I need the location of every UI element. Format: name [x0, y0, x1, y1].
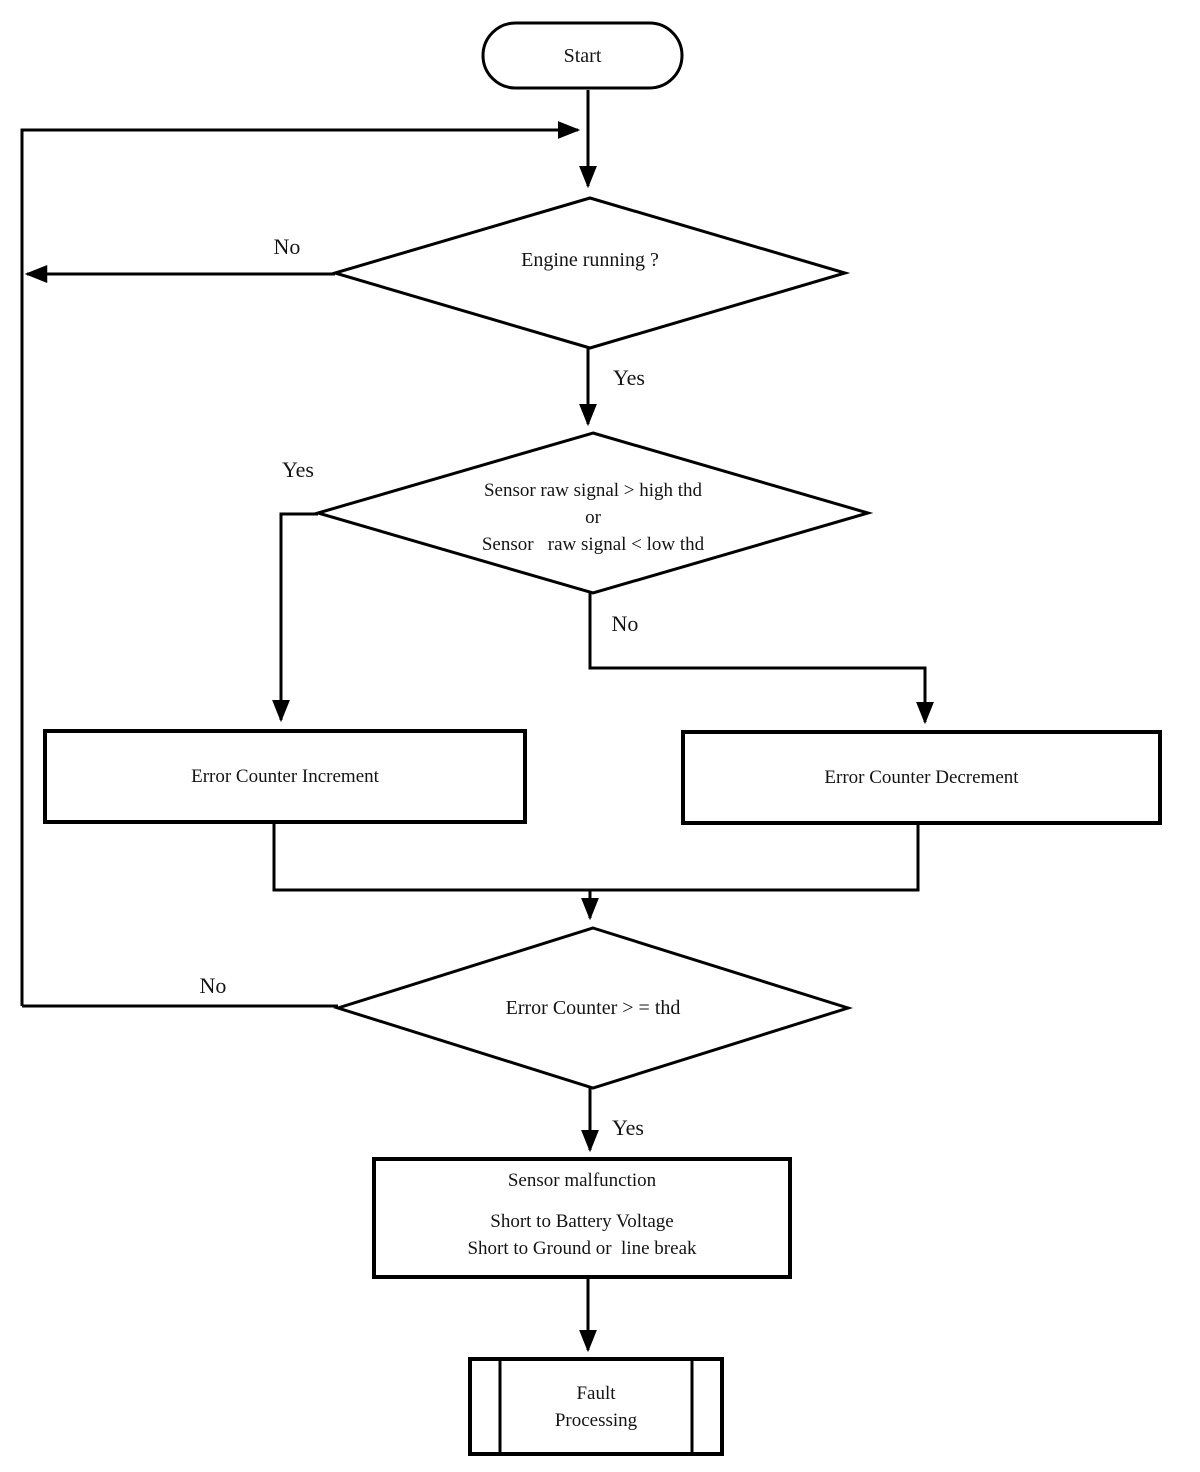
error-counter-increment-shape: [43, 729, 527, 824]
sensor-malfunction-line-2: Short to Battery Voltage: [490, 1211, 674, 1232]
sensor-signal-no-label: No: [611, 611, 639, 636]
sensor-signal-decision-shape: [312, 431, 874, 595]
fault-processing-label: Fault Processing: [500, 1359, 692, 1454]
fault-processing-line-1: Fault: [576, 1382, 616, 1404]
edge-merge-line: [272, 822, 920, 892]
error-counter-threshold-no-label: No: [199, 973, 227, 998]
error-counter-increment-label: Error Counter Increment: [191, 766, 379, 787]
sensor-signal-line-3: Sensor raw signal < low thd: [481, 533, 705, 555]
engine-running-decision-shape: [329, 196, 851, 350]
error-counter-threshold-yes-label: Yes: [611, 1115, 644, 1140]
sensor-malfunction-shape: [372, 1157, 792, 1279]
error-counter-threshold-decision-shape: [332, 926, 854, 1090]
edge-sensor-signal-yes: [272, 512, 318, 723]
edge-loop-return-to-top: [20, 121, 581, 1006]
engine-running-label: Engine running ?: [521, 249, 659, 271]
sensor-malfunction-line-3: Short to Ground or line break: [467, 1238, 697, 1259]
sensor-signal-line-1: Sensor raw signal > high thd: [483, 479, 703, 501]
sensor-signal-line-2: or: [585, 506, 601, 528]
fault-processing-shape: [468, 1357, 724, 1456]
edge-sensor-signal-no: [588, 593, 934, 725]
sensor-signal-yes-label: Yes: [281, 457, 314, 482]
start-label: Start: [563, 44, 602, 67]
error-counter-decrement-label: Error Counter Decrement: [824, 767, 1019, 788]
fault-processing-line-2: Processing: [554, 1409, 638, 1431]
start-terminator-shape: [481, 21, 684, 90]
sensor-malfunction-line-1: Sensor malfunction: [507, 1170, 657, 1191]
error-counter-decrement-shape: [681, 730, 1162, 825]
fault-processing-side-bars: [498, 1361, 694, 1452]
engine-running-yes-label: Yes: [612, 365, 645, 390]
sensor-signal-label: Sensor raw signal > high thd or Sensor r…: [368, 475, 818, 559]
engine-running-no-label: No: [273, 234, 301, 259]
error-counter-threshold-label: Error Counter > = thd: [505, 997, 681, 1019]
sensor-malfunction-label: Sensor malfunction Short to Battery Volt…: [374, 1167, 790, 1271]
